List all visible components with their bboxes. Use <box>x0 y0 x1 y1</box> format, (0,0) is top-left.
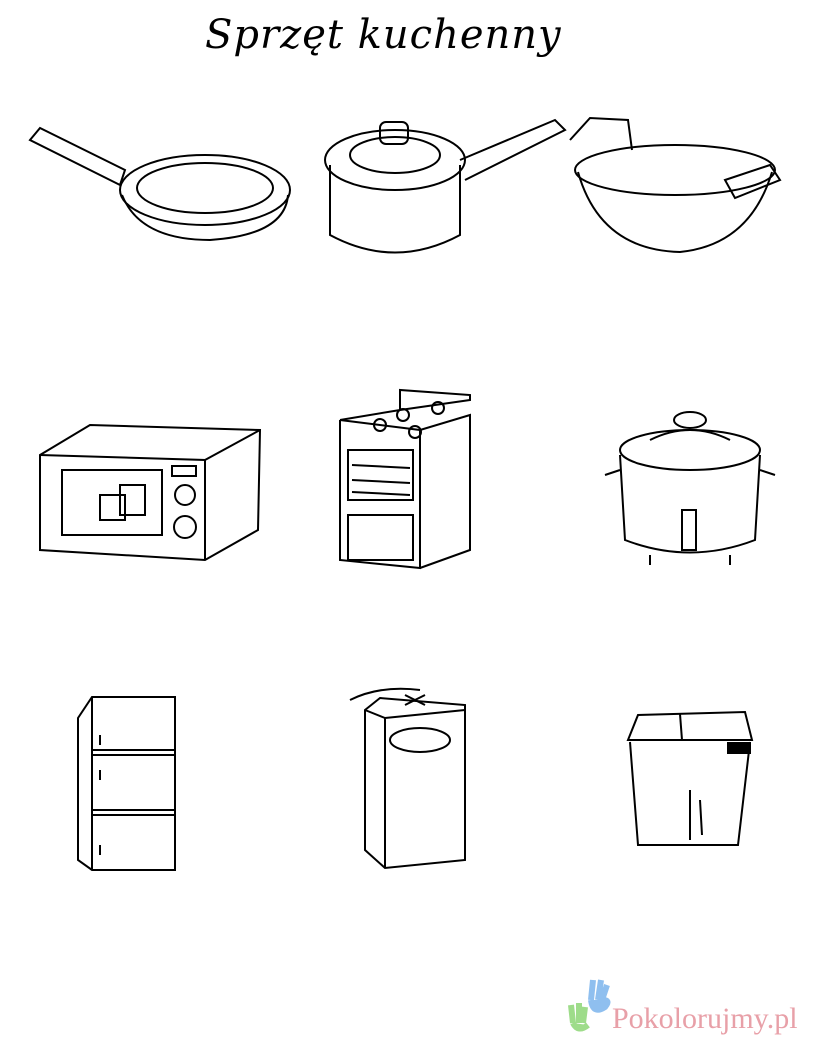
microwave-illustration <box>39 423 262 562</box>
page-title: Sprzęt kuchenny <box>205 12 562 58</box>
frying-pan-illustration <box>28 126 291 242</box>
stove-illustration <box>339 388 471 570</box>
saucepan-illustration <box>324 118 567 254</box>
hands-logo-icon <box>568 979 611 1032</box>
fridge-illustration <box>77 696 176 871</box>
wok-illustration <box>569 116 782 254</box>
rice-cooker-illustration <box>604 411 776 565</box>
washing-machine-illustration <box>349 687 466 870</box>
watermark: Pokolorujmy.pl <box>612 1002 798 1035</box>
trash-bin-illustration <box>626 710 754 846</box>
